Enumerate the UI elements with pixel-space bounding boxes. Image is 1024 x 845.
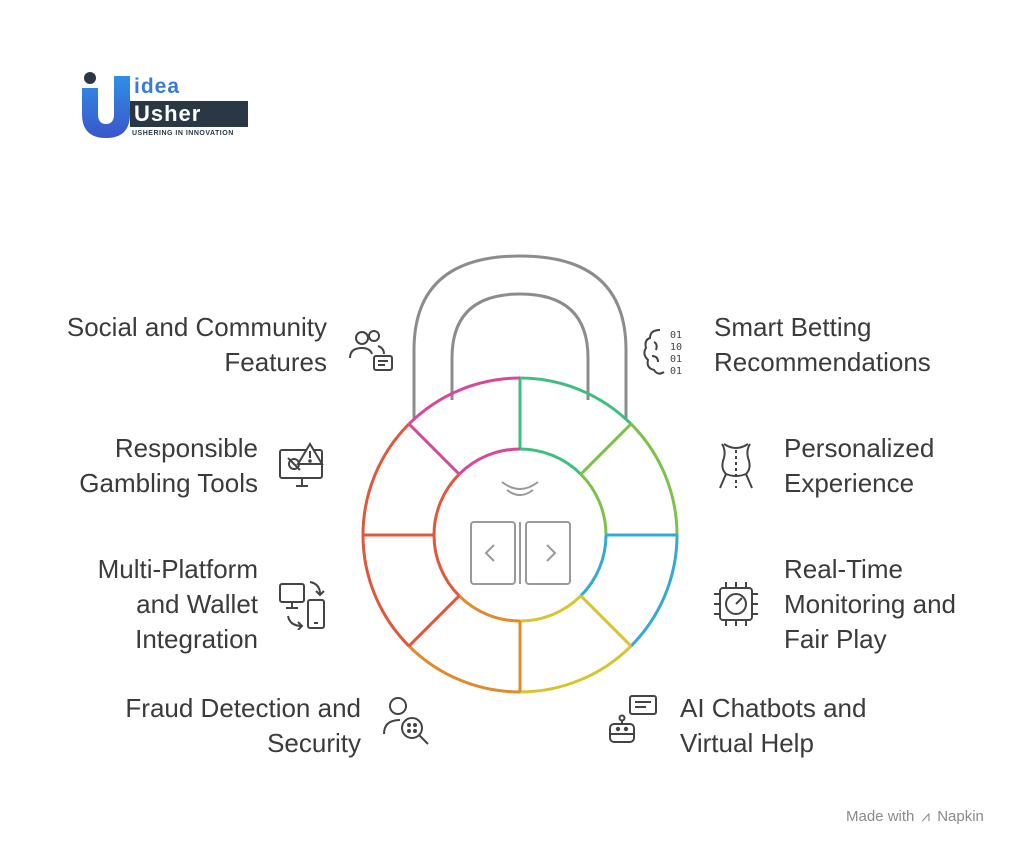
svg-text:10: 10: [670, 342, 682, 353]
corset-icon: [710, 440, 762, 492]
lock-outer-arc: [519, 644, 633, 694]
monitor-warning-icon: [276, 440, 328, 492]
logo-u-icon: [82, 72, 130, 138]
footer-made-with: Made with: [846, 808, 915, 825]
lock-outer-arc: [629, 534, 679, 648]
user-search-icon: [380, 694, 432, 746]
lock-inner-arc: [579, 473, 608, 536]
padlock-shackle-inner: [450, 292, 590, 400]
logo-word-idea: idea: [134, 75, 181, 98]
svg-text:01: 01: [670, 330, 682, 341]
svg-text:01: 01: [670, 354, 682, 365]
lock-inner-arc: [519, 594, 582, 623]
lock-spoke: [407, 594, 461, 648]
logo: idea Usher USHERING IN INNOVATION: [78, 70, 258, 142]
lock-spoke: [579, 422, 633, 476]
napkin-logo-icon: ⩘: [921, 808, 931, 825]
lock-inner-arc: [432, 473, 461, 536]
lock-outer-arc: [407, 376, 521, 426]
robot-chat-icon: [606, 694, 658, 746]
svg-text:01: 01: [670, 366, 682, 377]
chip-gauge-icon: [710, 578, 762, 630]
lock-inner-arc: [458, 594, 521, 623]
lock-inner-arc: [579, 534, 608, 597]
logo-word-usher: Usher: [130, 101, 248, 127]
padlock-shackle: [412, 254, 628, 420]
lock-outer-arc: [629, 422, 679, 536]
lock-outer-arc: [519, 376, 633, 426]
brain-binary-icon: 01 10 01 01: [640, 326, 692, 378]
lock-inner-arc: [458, 447, 521, 476]
chat-users-icon: [344, 324, 396, 376]
devices-sync-icon: [276, 578, 328, 631]
lock-inner-arc: [519, 447, 582, 476]
logo-tagline: USHERING IN INNOVATION: [132, 130, 234, 137]
lock-spoke: [579, 594, 633, 648]
footer-napkin: Made with ⩘ Napkin: [846, 808, 984, 825]
lock-outer-arc: [361, 534, 411, 648]
footer-brand: Napkin: [937, 808, 984, 825]
lock-inner-arc: [432, 534, 461, 597]
lock-outer-arc: [361, 422, 411, 536]
lock-spoke: [407, 422, 461, 476]
lock-outer-arc: [407, 644, 521, 694]
lock-center-icon: [470, 481, 571, 585]
